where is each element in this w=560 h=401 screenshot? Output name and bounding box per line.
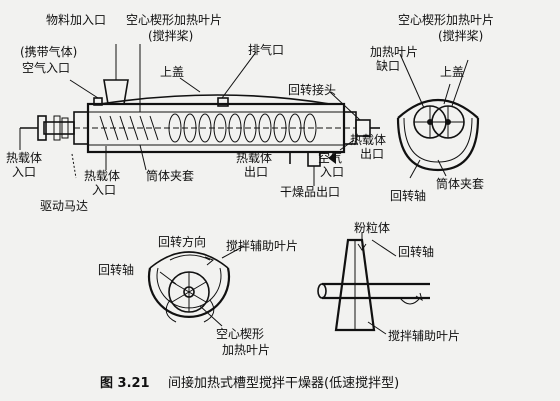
figure-number: 图 3.21 xyxy=(100,376,150,391)
label-jacket: 筒体夹套 xyxy=(146,169,195,183)
label-paddle: (搅拌桨) xyxy=(148,29,194,43)
label-air-inlet: 空气入口 xyxy=(22,61,71,75)
label-heat-carrier-out: 热载体 xyxy=(236,151,273,165)
blade-detail-view xyxy=(317,232,430,335)
label-r-top-cover: 上盖 xyxy=(440,65,465,79)
label-top-cover: 上盖 xyxy=(160,65,185,79)
label-heating-blade: 加热叶片 xyxy=(222,343,271,357)
label-heat-carrier-out-2: 出口 xyxy=(244,165,269,179)
label-aux-blade: 搅拌辅助叶片 xyxy=(226,239,299,253)
label-exhaust: 排气口 xyxy=(248,43,285,57)
label-product-outlet: 干燥品出口 xyxy=(280,185,341,199)
label-r-jacket: 筒体夹套 xyxy=(436,177,485,191)
label-heat-carrier-in: 热载体 xyxy=(6,151,43,165)
label-shaft: 回转轴 xyxy=(98,263,135,277)
label-br-aux-blade: 搅拌辅助叶片 xyxy=(388,329,461,343)
label-r-blade-gap-2: 缺口 xyxy=(376,59,401,73)
figure-caption: 间接加热式槽型搅拌干燥器(低速搅拌型) xyxy=(168,376,400,391)
label-heat-carrier-out-b: 热载体 xyxy=(350,133,387,147)
label-hollow-wedge: 空心楔形 xyxy=(216,327,265,341)
label-rotary-joint: 回转接头 xyxy=(288,83,337,97)
label-hollow-blade: 空心楔形加热叶片 xyxy=(126,13,223,27)
label-heat-carrier-in-b2: 入口 xyxy=(92,183,117,197)
label-r-shaft: 回转轴 xyxy=(390,189,427,203)
label-air-in: 空气 xyxy=(318,151,343,165)
label-feed-inlet: 物料加入口 xyxy=(46,13,107,27)
label-heat-carrier-in-b: 热载体 xyxy=(84,169,121,183)
label-air-in-2: 入口 xyxy=(320,165,345,179)
label-drive-motor: 驱动马达 xyxy=(40,199,89,213)
rotor-detail-view xyxy=(147,245,245,327)
label-r-hollow-blade: 空心楔形加热叶片 xyxy=(398,13,495,27)
trough-side-view xyxy=(19,44,380,186)
label-r-paddle: (搅拌桨) xyxy=(438,29,484,43)
label-heat-carrier-out-b2: 出口 xyxy=(360,147,385,161)
label-rotation-direction: 回转方向 xyxy=(158,235,207,249)
label-br-shaft: 回转轴 xyxy=(398,245,435,259)
label-powder: 粉粒体 xyxy=(354,221,391,235)
label-carrier-gas: (携带气体) xyxy=(20,45,78,59)
label-heat-carrier-in-2: 入口 xyxy=(12,165,37,179)
label-r-blade-gap: 加热叶片 xyxy=(370,45,419,59)
cross-section-view xyxy=(396,53,480,179)
